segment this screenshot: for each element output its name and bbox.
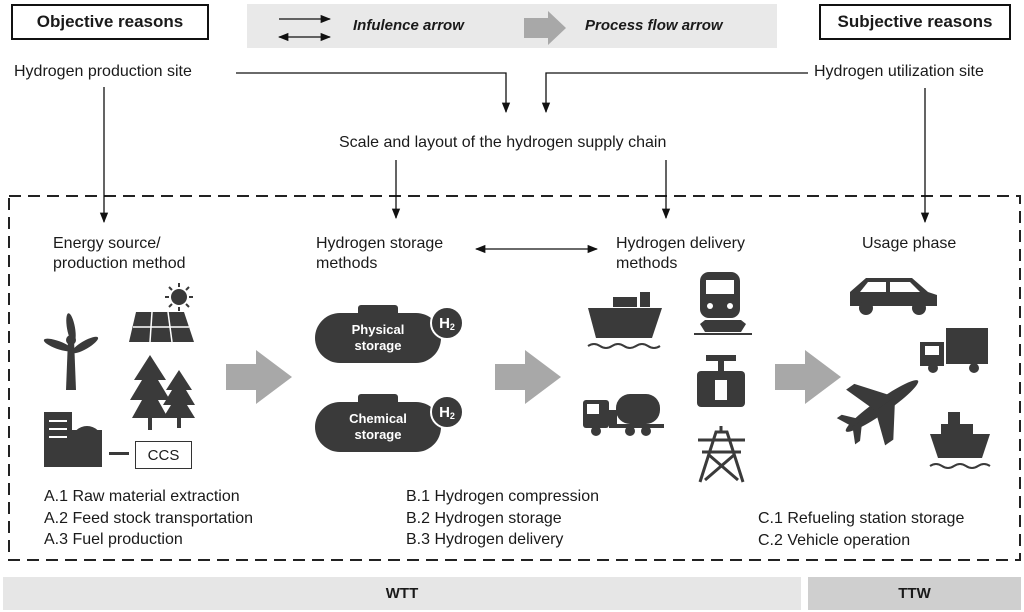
list-item: C.1 Refueling station storage: [758, 510, 965, 527]
legend: Infulence arrow Process flow arrow: [247, 4, 777, 48]
arrow-utilization-to-scale: [541, 72, 808, 114]
list-item: A.1 Raw material extraction: [44, 488, 240, 505]
ccs-box: CCS: [135, 441, 192, 469]
ccs-connector: [109, 452, 129, 455]
stage-usage-title: Usage phase: [862, 235, 957, 252]
flow-arrow-2: [495, 350, 561, 404]
wind-turbine-icon: [43, 313, 99, 390]
subjective-reasons-label: Subjective reasons: [819, 4, 1011, 40]
legend-influence-label: Infulence arrow: [353, 17, 464, 34]
dashed-frame: [8, 195, 1021, 561]
power-tower-icon: [698, 426, 745, 483]
ttw-bar: TTW: [808, 577, 1021, 610]
list-item: B.2 Hydrogen storage: [406, 509, 562, 527]
list-item: B.3 Hydrogen delivery: [406, 531, 564, 548]
production-site-label: Hydrogen production site: [14, 63, 192, 80]
list-c: C.1 Refueling station storage C.2 Vehicl…: [758, 508, 964, 551]
list-b: B.1 Hydrogen compression B.2 Hydrogen st…: [406, 486, 599, 551]
solar-panel-icon: [129, 311, 194, 343]
tanker-truck-icon: [612, 394, 664, 436]
legend-process-label: Process flow arrow: [585, 17, 723, 34]
utilization-site-label: Hydrogen utilization site: [814, 63, 984, 80]
list-item: C.2 Vehicle operation: [758, 531, 911, 549]
trees-icon: [130, 355, 195, 430]
scale-layout-label: Scale and layout of the hydrogen supply …: [339, 134, 667, 151]
list-item: A.3 Fuel production: [44, 531, 183, 548]
truck-icon: [920, 328, 988, 373]
ship-icon: [587, 292, 662, 349]
pipeline-valve-icon: [697, 355, 745, 407]
flow-arrow-1: [226, 350, 292, 404]
sun-icon: [165, 283, 193, 311]
arrow-production-to-scale: [236, 72, 511, 114]
truck-icon: [583, 400, 617, 436]
list-a: A.1 Raw material extraction A.2 Feed sto…: [44, 486, 253, 551]
legend-influence-arrows: [277, 14, 332, 42]
objective-reasons-label: Objective reasons: [11, 4, 209, 40]
wtt-bar: WTT: [3, 577, 801, 610]
airplane-icon: [836, 380, 919, 446]
list-item: B.1 Hydrogen compression: [406, 488, 599, 505]
list-item: A.2 Feed stock transportation: [44, 509, 253, 527]
legend-process-arrow: [524, 11, 566, 45]
car-icon: [850, 278, 937, 315]
stage-energy-title: Energy source/production method: [53, 235, 186, 272]
train-icon: [694, 272, 752, 335]
ship-icon: [929, 412, 991, 469]
factory-icon: [44, 412, 102, 467]
flow-arrow-3: [775, 350, 841, 404]
